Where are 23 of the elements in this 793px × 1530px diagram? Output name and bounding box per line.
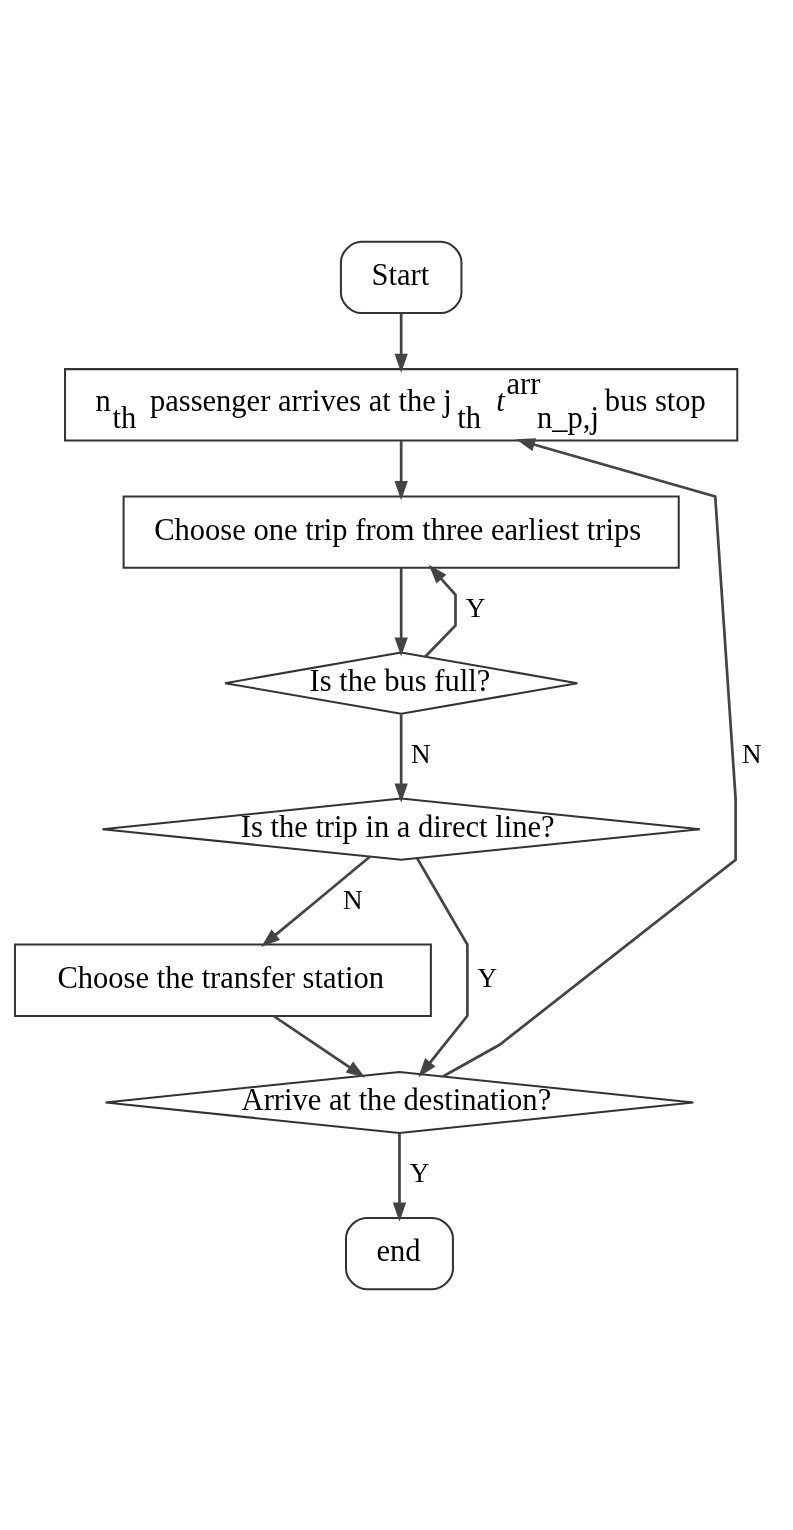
node-diamond: Is the trip in a direct line? [101,797,701,861]
node-box: Choose one trip from three earliest trips [122,494,680,569]
edge-label: N [410,738,431,769]
arrow [394,713,408,803]
node-box: Choose the transfer station [13,943,432,1017]
node-box: end [345,1216,454,1290]
node-diamond: Arrive at the destination? [104,1070,695,1134]
arrow [416,857,469,1077]
edge-label: Y [409,1157,429,1188]
arrow [272,1014,366,1078]
arrow [424,564,457,658]
arrow [442,437,737,1078]
edge-label: Y [477,962,497,993]
edge-label: N [342,884,363,915]
node-box: Start [339,240,463,314]
arrow [394,440,408,500]
edge-label: Y [465,592,485,623]
arrow [394,567,408,656]
node-diamond: Is the bus full? [224,651,579,715]
arrow [392,1132,407,1222]
arrow [394,313,408,373]
edge-label: N [741,738,762,769]
arrow [261,855,371,947]
